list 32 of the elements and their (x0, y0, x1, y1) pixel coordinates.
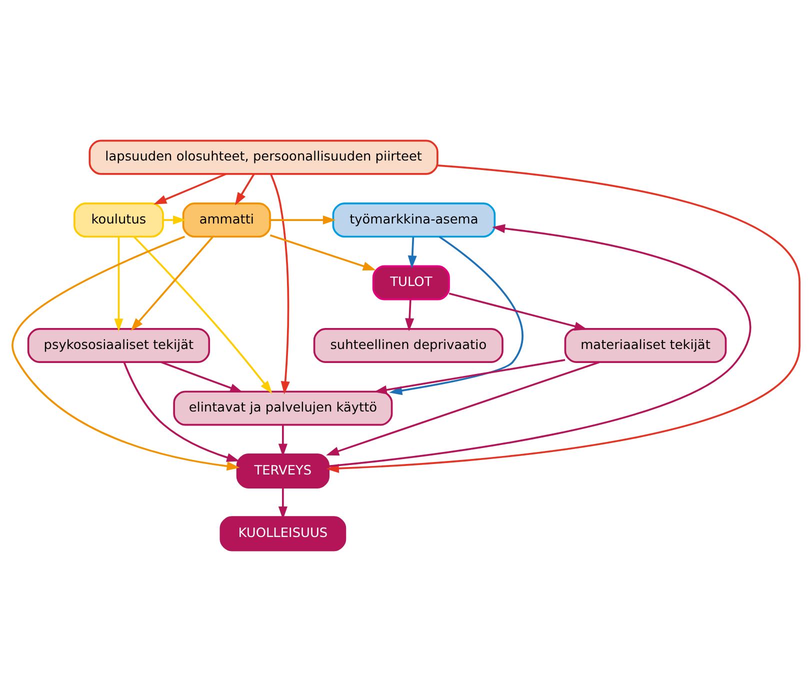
arrow (408, 236, 417, 269)
node-box: psykososiaaliset tekijät (27, 328, 210, 364)
node-box: KUOLLEISUUS (220, 516, 346, 552)
node-box: elintavat ja palvelujen käyttö (173, 390, 393, 426)
node-box: työmarkkina-asema (332, 202, 496, 238)
arrow (326, 361, 600, 456)
node-box: koulutus (74, 202, 164, 238)
arrow (234, 174, 255, 206)
arrow (278, 488, 288, 520)
arrow (12, 236, 240, 471)
arrow (154, 173, 226, 204)
arrow (133, 236, 272, 394)
arrow (389, 236, 524, 396)
arrow (130, 236, 214, 331)
arrow (270, 234, 376, 270)
arrow (270, 174, 290, 394)
arrow (326, 164, 800, 473)
arrow (405, 300, 414, 332)
node-box: TERVEYS (236, 453, 330, 488)
arrow (163, 216, 186, 225)
arrow (270, 216, 336, 225)
node-box: TULOT (372, 265, 450, 300)
arrow (448, 292, 588, 331)
arrow (328, 224, 751, 468)
node-box: suhteellinen deprivaatio (313, 328, 504, 364)
node-box: lapsuuden olosuhteet, persoonallisuuden piirteet (88, 140, 438, 175)
arrow (114, 236, 124, 332)
arrow (123, 362, 240, 462)
arrow (161, 361, 244, 393)
node-box: materiaaliset tekijät (564, 328, 727, 364)
node-box: ammatti (182, 202, 271, 238)
arrow (374, 359, 566, 394)
